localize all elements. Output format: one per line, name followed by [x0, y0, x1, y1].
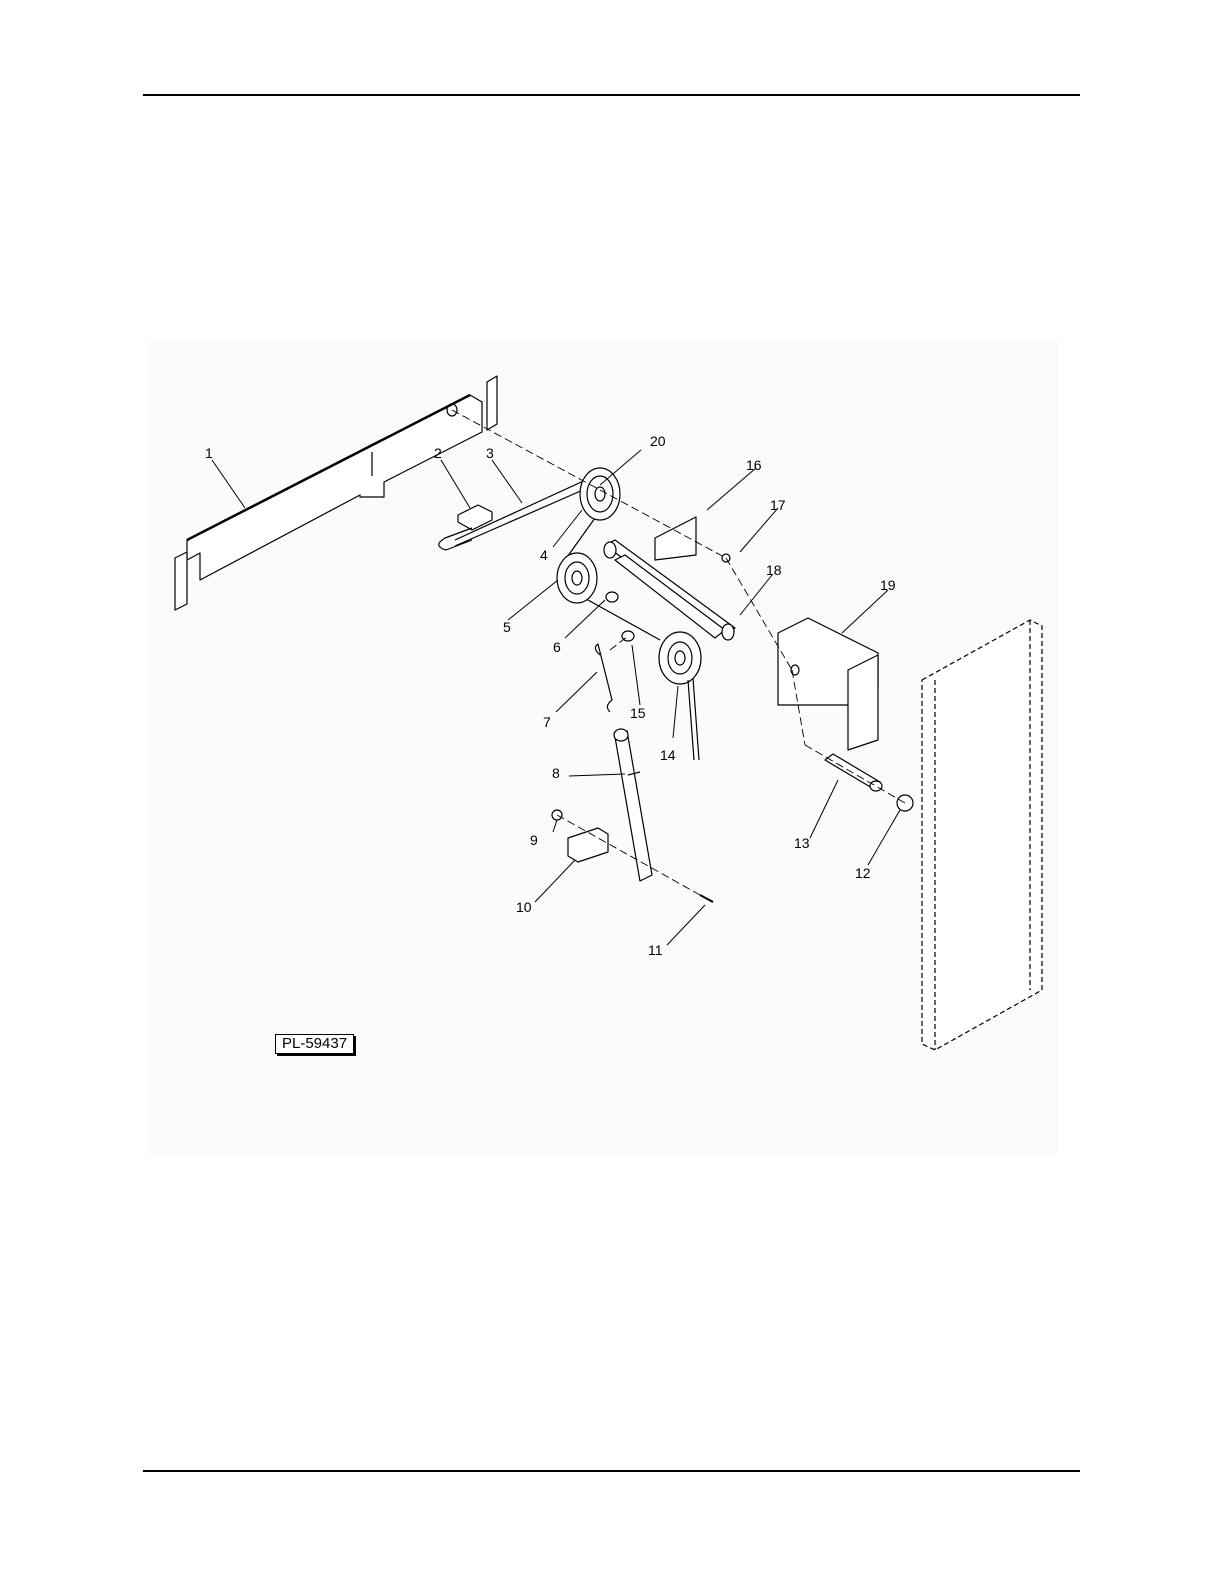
callout-11: 11 — [648, 942, 663, 958]
callout-6: 6 — [553, 639, 561, 655]
callout-5: 5 — [503, 619, 511, 635]
callout-13: 13 — [794, 835, 810, 851]
callout-2: 2 — [434, 445, 442, 461]
callout-12: 12 — [855, 865, 871, 881]
callout-16: 16 — [746, 457, 762, 473]
callout-7: 7 — [543, 714, 551, 730]
callout-18: 18 — [766, 562, 782, 578]
callout-10: 10 — [516, 899, 532, 915]
callout-8: 8 — [552, 765, 560, 781]
callout-14: 14 — [660, 747, 676, 763]
callout-15: 15 — [630, 705, 646, 721]
part-5-middle-pulley — [557, 553, 597, 603]
part-6-bushing — [606, 592, 618, 602]
callout-20: 20 — [650, 433, 666, 449]
callout-3: 3 — [486, 445, 494, 461]
part-20-upper-pulley — [580, 468, 620, 520]
callout-4: 4 — [540, 547, 548, 563]
callout-9: 9 — [530, 832, 538, 848]
callout-19: 19 — [880, 577, 896, 593]
frame-panel — [922, 620, 1042, 1050]
callout-17: 17 — [770, 497, 786, 513]
figure-id-label: PL-59437 — [275, 1034, 354, 1054]
callout-1: 1 — [205, 445, 213, 461]
